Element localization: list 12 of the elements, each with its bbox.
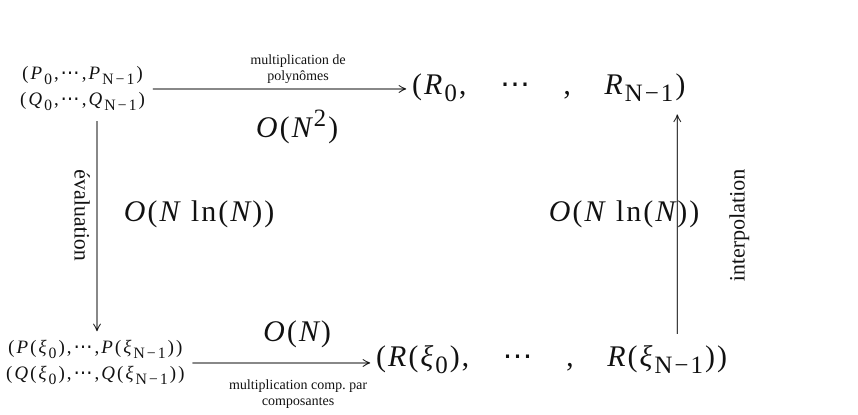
- edge-label: interpolation: [724, 168, 750, 282]
- complexity-label: O(N$^{2}$): [256, 104, 340, 146]
- math-expression: (R(ξ$_{0}$), ⋯ , R(ξ$_{N−1}$)): [374, 340, 732, 381]
- math-expression: (R$_{0}$, ⋯ , R$_{N−1}$): [410, 68, 690, 109]
- complexity-label: O(N ln(N)): [124, 194, 276, 230]
- edge-label: multiplication de polynômes: [249, 52, 347, 86]
- complexity-label: O(N): [263, 314, 333, 350]
- math-expression: (P(ξ$_{0}$),⋯,P(ξ$_{N−1}$)) (Q(ξ$_{0}$),⋯,Q(ξ$_{N−1}$)): [4, 337, 188, 389]
- math-expression: (P$_{0}$,⋯,P$_{N−1}$) (Q$_{0}$,⋯,Q$_{N−1}$): [18, 63, 149, 115]
- edge-label: évaluation: [69, 169, 95, 261]
- complexity-label: O(N ln(N)): [548, 194, 702, 230]
- edge-label: multiplication comp. par composantes: [228, 378, 368, 410]
